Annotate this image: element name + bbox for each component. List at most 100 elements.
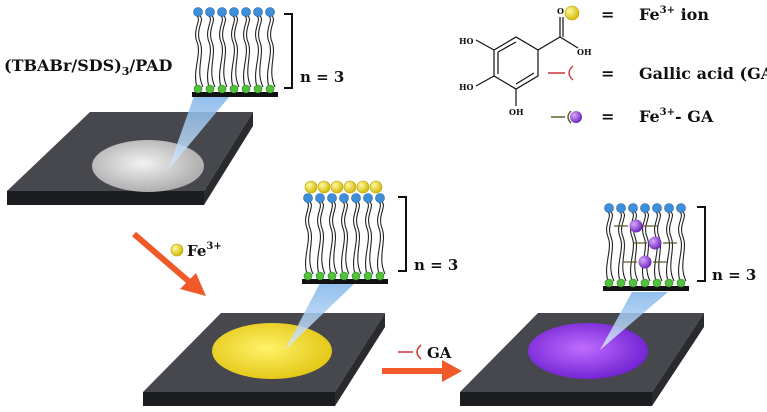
n-label-1: n = 3 xyxy=(300,68,344,86)
film-base-3 xyxy=(603,286,689,291)
gallic-acid-labels: HO HO OH O OH xyxy=(459,6,592,117)
fe-ion-ball xyxy=(304,180,318,194)
n-label-2: n = 3 xyxy=(414,256,458,274)
fe-ion-icon xyxy=(170,243,184,257)
fe-ga-complex xyxy=(614,219,658,233)
film-label: (TBABr/SDS)3/PAD xyxy=(4,56,173,78)
spot-purple xyxy=(528,323,648,379)
fe-arrow-label: Fe3+ xyxy=(187,241,222,260)
molecule-chains-2 xyxy=(303,193,386,281)
anionic-head-icon xyxy=(664,203,674,213)
film-base-1 xyxy=(192,92,278,97)
anionic-head-icon xyxy=(676,203,686,213)
film-base-2 xyxy=(302,279,388,284)
legend-fe-ga-icon xyxy=(551,110,582,124)
zoom-beam-2 xyxy=(285,283,355,350)
legend-gallic-acid: Gallic acid (GA) xyxy=(639,64,767,83)
anionic-head-icon xyxy=(315,193,325,203)
bracket-2 xyxy=(398,196,407,272)
legend-fe-ga: Fe3+- GA xyxy=(639,107,714,126)
cationic-tail-icon xyxy=(217,84,227,94)
cationic-tail-icon xyxy=(363,271,373,281)
surfactant-chain xyxy=(676,203,687,288)
gallic-acid-structure xyxy=(475,17,579,106)
cationic-tail-icon xyxy=(253,84,263,94)
cationic-tail-icon xyxy=(205,84,215,94)
surfactant-chain xyxy=(327,193,338,281)
surfactant-chain xyxy=(193,7,204,94)
surfactant-chain xyxy=(315,193,326,281)
spot-yellow xyxy=(212,323,332,379)
anionic-head-icon xyxy=(652,203,662,213)
legend-eq-3: = xyxy=(601,107,614,126)
anionic-head-icon xyxy=(241,7,251,17)
substrate-side-right-2 xyxy=(335,313,385,406)
ga-arrow-label: GA xyxy=(427,344,452,362)
surfactant-chain xyxy=(640,203,651,288)
cationic-tail-icon xyxy=(604,278,614,288)
fe-ion-ball xyxy=(343,180,357,194)
arrow-add-fe: Fe3+ xyxy=(132,231,222,296)
surfactant-chain xyxy=(253,7,264,94)
substrate-side-right-3 xyxy=(652,313,704,406)
surfactant-chain xyxy=(205,7,216,94)
surfactant-chain xyxy=(339,193,350,281)
carbonyl-o: O xyxy=(557,6,564,16)
cationic-tail-icon xyxy=(327,271,337,281)
bracket-3 xyxy=(697,206,706,282)
anionic-head-icon xyxy=(217,7,227,17)
legend-fe-ion: Fe3+ ion xyxy=(639,5,709,24)
cationic-tail-icon xyxy=(265,84,275,94)
zoom-beam-1 xyxy=(168,96,230,170)
surfactant-chain xyxy=(664,203,675,288)
substrate-side-2 xyxy=(143,392,335,406)
anionic-head-icon xyxy=(253,7,263,17)
surfactant-chain xyxy=(241,7,252,94)
cationic-tail-icon xyxy=(193,84,203,94)
cationic-tail-icon xyxy=(339,271,349,281)
molecule-chains-1 xyxy=(193,7,276,94)
n-label-3: n = 3 xyxy=(712,266,756,284)
surfactant-chain xyxy=(616,203,627,288)
legend-eq-1: = xyxy=(601,5,614,24)
surfactant-chain xyxy=(217,7,228,94)
fe-ga-complexes xyxy=(614,219,677,269)
substrate-side-1 xyxy=(7,191,204,205)
surfactant-chain xyxy=(351,193,362,281)
anionic-head-icon xyxy=(205,7,215,17)
cationic-tail-icon xyxy=(616,278,626,288)
cationic-tail-icon xyxy=(664,278,674,288)
panel-initial-film: n = 3 (TBABr/SDS)3/PAD xyxy=(4,7,344,205)
anionic-head-icon xyxy=(351,193,361,203)
ga-icon xyxy=(398,344,422,360)
fe-ion-ball xyxy=(369,180,383,194)
cationic-tail-icon xyxy=(640,278,650,288)
bracket-1 xyxy=(284,13,293,89)
anionic-head-icon xyxy=(604,203,614,213)
legend: = Fe3+ ion = Gallic acid (GA) = Fe3+- GA xyxy=(548,5,767,126)
cationic-tail-icon xyxy=(375,271,385,281)
fe-ga-complex xyxy=(623,255,667,269)
fe-ion-ball xyxy=(356,180,370,194)
anionic-head-icon xyxy=(616,203,626,213)
anionic-head-icon xyxy=(193,7,203,17)
spot-white xyxy=(92,140,204,192)
surfactant-chain xyxy=(229,7,240,94)
anionic-head-icon xyxy=(339,193,349,203)
cooh-oh: OH xyxy=(577,47,592,57)
surfactant-chain xyxy=(265,7,276,94)
panel-fe-loaded: n = 3 xyxy=(143,180,458,406)
fe-ion-ball xyxy=(317,180,331,194)
cationic-tail-icon xyxy=(315,271,325,281)
panel-fe-ga-complex: n = 3 xyxy=(460,203,756,406)
cationic-tail-icon xyxy=(652,278,662,288)
molecule-chains-3 xyxy=(604,203,687,288)
cationic-tail-icon xyxy=(628,278,638,288)
oh-mid-left: HO xyxy=(459,82,474,92)
fe-ga-complex xyxy=(633,236,677,250)
surfactant-chain xyxy=(363,193,374,281)
anionic-head-icon xyxy=(363,193,373,203)
legend-ga-icon xyxy=(548,65,574,81)
surfactant-chain xyxy=(628,203,639,288)
